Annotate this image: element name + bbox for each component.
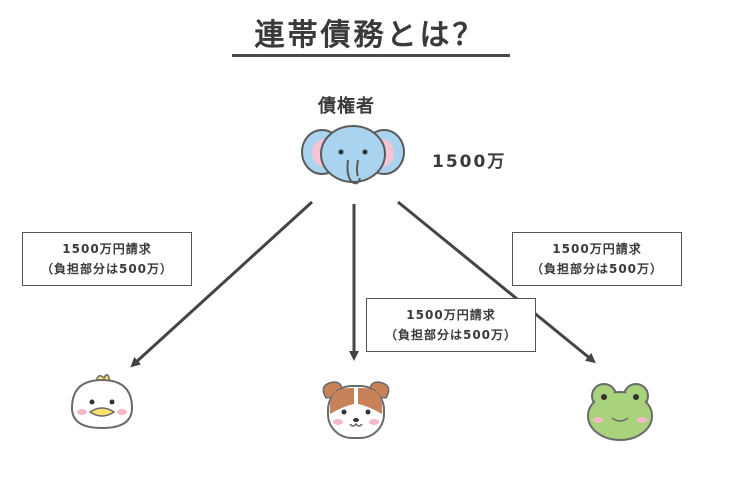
claim-amount: 1500万円請求: [406, 308, 496, 322]
elephant-icon: [301, 125, 405, 185]
claim-box-middle: 1500万円請求 （負担部分は500万）: [366, 298, 536, 352]
claim-share: （負担部分は500万）: [530, 262, 664, 276]
title-underline: [232, 54, 510, 57]
claim-box-right: 1500万円請求 （負担部分は500万）: [512, 232, 682, 286]
arrow-to-chick: [130, 200, 314, 368]
arrow-to-frog: [397, 200, 596, 364]
chick-icon: [70, 374, 134, 430]
claim-amount: 1500万円請求: [62, 242, 152, 256]
dog-icon: [322, 381, 390, 439]
creditor-amount: 1500万: [432, 152, 507, 172]
page-title: 連帯債務とは？: [254, 18, 486, 53]
claim-share: （負担部分は500万）: [40, 262, 174, 276]
frog-icon: [587, 383, 653, 441]
claim-amount: 1500万円請求: [552, 242, 642, 256]
creditor-label: 債権者: [318, 96, 375, 117]
claim-box-left: 1500万円請求 （負担部分は500万）: [22, 232, 192, 286]
claim-share: （負担部分は500万）: [384, 328, 518, 342]
